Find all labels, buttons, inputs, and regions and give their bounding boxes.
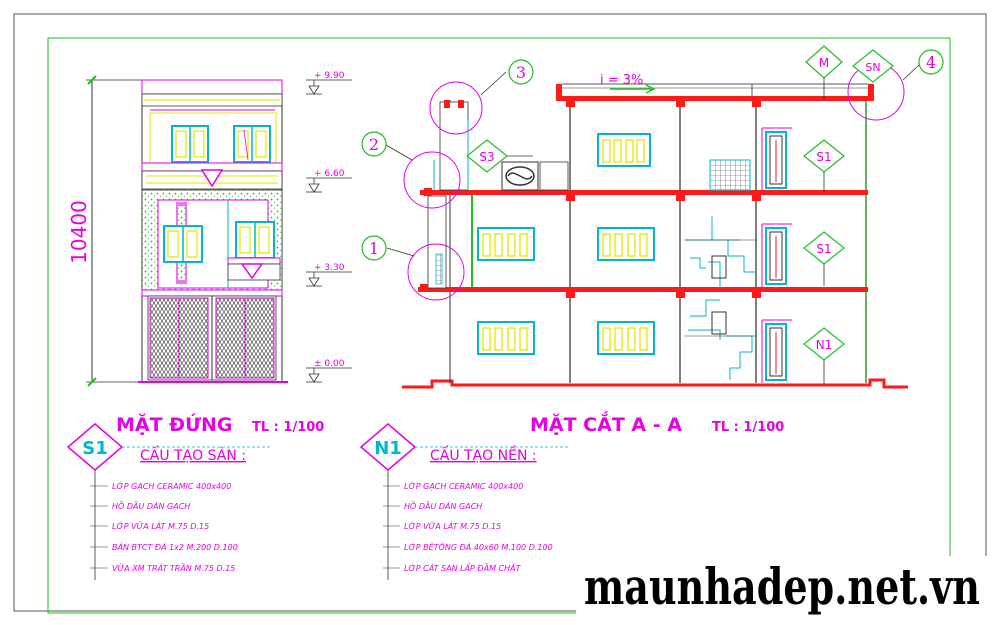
tag-sn: SN xyxy=(865,61,880,74)
floor-spec: S1 CẤU TẠO SÀN : LỚP GẠCH CERAMIC 400x40… xyxy=(66,423,272,580)
outer-border xyxy=(13,13,987,612)
floor-layer-4: BẢN BTCT ĐÁ 1x2 M.200 D.100 xyxy=(112,541,238,552)
floor-spec-heading: CẤU TẠO SÀN : xyxy=(140,445,246,464)
tag-s1-upper: S1 xyxy=(816,150,831,164)
roof-slab xyxy=(556,96,870,101)
second-floor-slab xyxy=(418,287,868,292)
overall-height-dimension: 10400 xyxy=(67,200,91,264)
callout-4: 4 xyxy=(926,53,936,72)
floor-layer-2: HỒ DẦU DÁN GẠCH xyxy=(112,499,190,511)
floor-spec-tag: S1 xyxy=(82,438,108,459)
front-elevation: 10400 xyxy=(67,71,352,387)
section-scale: TL : 1/100 xyxy=(712,420,784,435)
section-a-a: i = 3% xyxy=(361,45,944,389)
ground-layer-3: LỚP VỮA LÁT M.75 D.15 xyxy=(404,520,501,531)
detail-callouts: 3 2 1 4 xyxy=(361,49,944,301)
level-label-second: + 3.30 xyxy=(314,263,345,273)
tag-m: M xyxy=(819,56,829,70)
level-label-third: + 6.60 xyxy=(314,169,345,179)
tag-s1-lower: S1 xyxy=(816,242,831,256)
elevation-scale: TL : 1/100 xyxy=(252,420,324,435)
material-tags: M SN S3 S1 S1 xyxy=(466,45,894,384)
elevation-title: MẶT ĐỨNG xyxy=(116,412,232,436)
ground-layer-4: LỚP BÊTÔNG ĐÁ 40x60 M.100 D.100 xyxy=(404,541,553,552)
ground-layer-5: LỚP CÁT SAN LẤP ĐẦM CHẶT xyxy=(404,562,522,573)
inner-frame xyxy=(47,37,951,614)
ground-spec-heading: CẤU TẠO NỀN : xyxy=(430,445,537,464)
callout-2: 2 xyxy=(369,135,379,154)
floor-layer-5: VỮA XM TRÁT TRẦN M.75 D.15 xyxy=(112,562,235,573)
ground-layer-1: LỚP GẠCH CERAMIC 400x400 xyxy=(404,480,523,491)
tag-n1: N1 xyxy=(816,338,833,352)
watermark: maunhadep.net.vn xyxy=(584,557,980,616)
roof-slope-label: i = 3% xyxy=(600,73,643,88)
ground-spec: N1 CẤU TẠO NỀN : LỚP GẠCH CERAMIC 400x40… xyxy=(359,423,568,580)
floor-layer-1: LỚP GẠCH CERAMIC 400x400 xyxy=(112,480,231,491)
staircase xyxy=(686,216,756,380)
tag-s3: S3 xyxy=(479,150,494,164)
level-markers: + 9.90 + 6.60 + 3.30 ± 0.0 xyxy=(306,71,352,383)
level-label-top: + 9.90 xyxy=(314,71,345,81)
callout-1: 1 xyxy=(369,239,379,258)
ground-spec-tag: N1 xyxy=(374,438,402,459)
level-label-ground: ± 0.00 xyxy=(314,359,345,369)
third-floor-slab xyxy=(420,190,868,195)
ground-layer-2: HỒ DẦU DÁN GẠCH xyxy=(404,499,482,511)
floor-layer-3: LỚP VỮA LÁT M.75 D.15 xyxy=(112,520,209,531)
callout-3: 3 xyxy=(516,63,526,82)
section-title: MẶT CẮT A - A xyxy=(530,410,682,436)
